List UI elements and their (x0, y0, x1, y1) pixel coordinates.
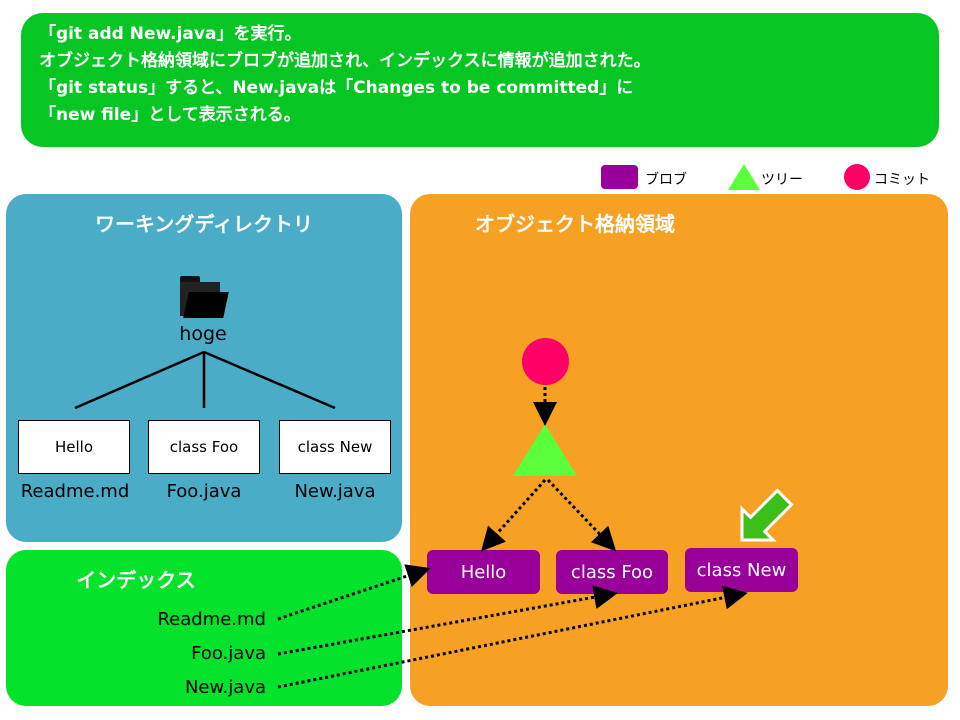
index-entry: New.java (184, 677, 266, 698)
callout-line: 「git status」すると、New.javaは「Changes to be … (39, 78, 634, 98)
file-readme: Hello (18, 420, 130, 474)
blob-class-new: class New (685, 548, 798, 592)
working-directory-title: ワーキングディレクトリ (95, 212, 313, 236)
folder-name: hoge (179, 323, 227, 345)
tree-line (74, 350, 205, 410)
file-new: class New (279, 420, 391, 474)
index-panel: インデックス (6, 550, 402, 706)
new-blob-highlight-arrow-icon (740, 488, 794, 542)
file-name: New.java (294, 481, 376, 502)
index-new-arrow (277, 585, 748, 689)
legend-blob-icon (601, 165, 638, 189)
index-readme-arrow (277, 564, 431, 621)
legend-commit-label: コミット (874, 172, 930, 188)
tree-node (513, 424, 577, 476)
tree-line (203, 350, 336, 410)
object-store-panel: オブジェクト格納領域 (410, 194, 948, 706)
callout-bubble: 「git add New.java」を実行。 オブジェクト格納領域にブロブが追加… (21, 13, 939, 147)
legend-tree-label: ツリー (761, 172, 803, 188)
index-foo-arrow (277, 585, 618, 656)
commit-node (522, 338, 569, 385)
callout-line: 「new file」として表示される。 (39, 105, 301, 125)
file-name: Foo.java (166, 481, 242, 502)
legend-commit-icon (844, 164, 870, 190)
callout-line: 「git add New.java」を実行。 (39, 24, 302, 44)
file-foo: class Foo (148, 420, 260, 474)
folder-icon (180, 276, 229, 318)
object-store-title: オブジェクト格納領域 (475, 212, 675, 236)
index-entry: Readme.md (157, 609, 266, 630)
blob-hello: Hello (427, 550, 540, 594)
legend-tree-icon (728, 164, 760, 190)
legend-blob-label: ブロブ (645, 172, 687, 188)
index-title: インデックス (76, 568, 196, 592)
callout-line: オブジェクト格納領域にブロブが追加され、インデックスに情報が追加された。 (39, 51, 651, 71)
file-name: Readme.md (20, 481, 130, 502)
tree-to-hello-arrow (480, 478, 547, 552)
index-entry: Foo.java (191, 643, 266, 664)
tree-to-foo-arrow (546, 478, 617, 552)
